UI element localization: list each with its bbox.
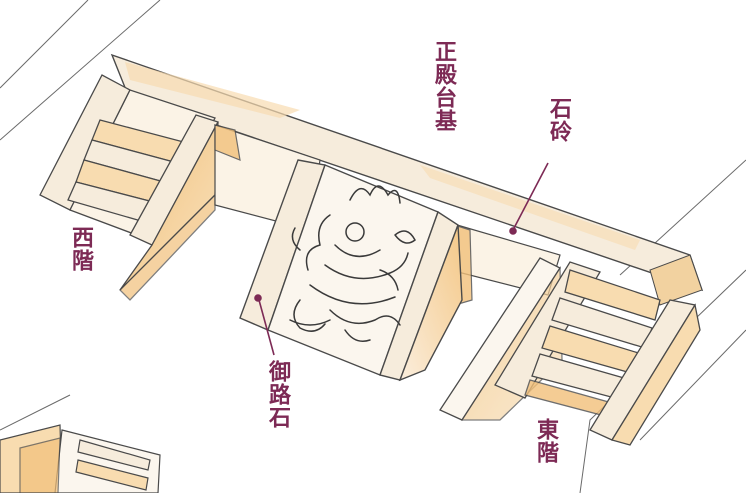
east-stairs xyxy=(439,257,701,446)
stone-edging-strip xyxy=(110,53,704,306)
label-east-stairs: 東階 xyxy=(533,418,558,464)
label-stone-edging: 石砱 xyxy=(546,97,571,143)
imperial-path-slab xyxy=(239,159,463,382)
west-stairs xyxy=(39,74,219,301)
leader-dot-stone-edging xyxy=(509,227,517,235)
leader-lines xyxy=(254,162,549,356)
label-main-hall-base: 正殿台基 xyxy=(431,40,456,132)
dragon-relief-icon xyxy=(289,185,416,342)
leader-dot-imperial-path xyxy=(254,294,262,302)
leader-stone-edging xyxy=(512,162,549,231)
lower-stairs-fragment xyxy=(0,424,161,493)
label-west-stairs: 西階 xyxy=(68,226,93,272)
leader-imperial-path xyxy=(258,299,275,356)
label-imperial-path-stone: 御路石 xyxy=(265,360,290,429)
